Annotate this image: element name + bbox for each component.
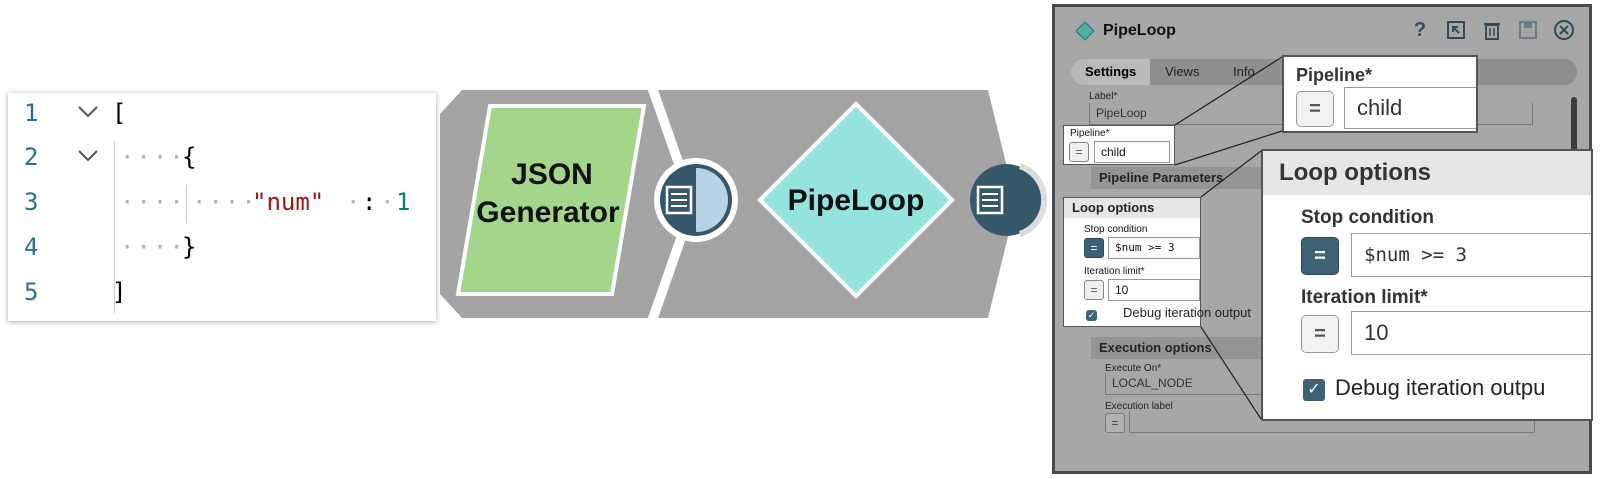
json-key: "num" xyxy=(252,188,325,216)
dialog-toolbar: ? xyxy=(1409,19,1575,41)
expression-toggle[interactable]: = xyxy=(1296,91,1334,127)
pipeline-field-label: Pipeline* xyxy=(1070,128,1110,139)
whitespace-dots: · xyxy=(346,188,363,216)
code-line: 5 ] xyxy=(8,272,436,314)
loop-options-header: Loop options xyxy=(1263,151,1591,195)
json-code-panel: 1 [ 2 ···· { 3 ···· ···· "num" · : · 1 4… xyxy=(8,93,436,321)
whitespace-dots: ···· xyxy=(120,188,186,216)
expression-toggle[interactable]: = xyxy=(1105,413,1125,433)
iteration-limit-field[interactable]: 10 xyxy=(1108,279,1200,301)
dialog-title: PipeLoop xyxy=(1075,21,1176,41)
code-line: 3 ···· ···· "num" · : · 1 xyxy=(8,182,436,224)
stop-condition-label: Stop condition xyxy=(1084,224,1148,235)
output-port[interactable] xyxy=(654,158,738,242)
iteration-limit-label: Iteration limit* xyxy=(1084,266,1145,277)
indent-guide xyxy=(186,185,187,223)
stop-condition-label: Stop condition xyxy=(1301,207,1434,228)
iteration-limit-field[interactable]: 10 xyxy=(1351,311,1591,355)
debug-iteration-label: Debug iteration outpu xyxy=(1335,375,1546,400)
node-label: Generator xyxy=(476,196,620,229)
expression-toggle[interactable]: = xyxy=(1301,315,1339,353)
diamond-icon xyxy=(1075,21,1095,41)
whitespace-dots: · xyxy=(380,188,397,216)
code-line: 1 [ xyxy=(8,93,436,135)
scrollbar[interactable] xyxy=(1571,97,1577,157)
line-number: 2 xyxy=(24,143,39,171)
pipeline-field[interactable]: child xyxy=(1094,141,1170,163)
code-token: ] xyxy=(112,278,127,306)
tab-info[interactable]: Info xyxy=(1233,64,1255,79)
loop-options-header: Loop options xyxy=(1064,198,1200,218)
code-token: } xyxy=(182,233,197,261)
debug-iteration-label: Debug iteration output xyxy=(1123,305,1251,320)
save-icon[interactable] xyxy=(1517,19,1539,41)
code-line: 2 ···· { xyxy=(8,137,436,179)
document-icon xyxy=(976,185,1004,215)
pipeline-field-highlight: Pipeline* = child xyxy=(1063,125,1175,165)
expression-toggle[interactable]: = xyxy=(1069,142,1089,162)
code-token: [ xyxy=(112,99,127,127)
pipeline-zoom-callout: Pipeline* = child xyxy=(1282,55,1478,133)
dialog-title-text: PipeLoop xyxy=(1103,22,1176,39)
execution-label-field[interactable] xyxy=(1129,411,1535,433)
trash-icon[interactable] xyxy=(1481,19,1503,41)
whitespace-dots: ···· xyxy=(120,233,186,261)
node-label: JSON xyxy=(511,158,593,191)
pipeline-field-label: Pipeline* xyxy=(1296,65,1373,85)
json-value: 1 xyxy=(396,188,411,216)
loop-options-zoom-callout: Loop options Stop condition = $num >= 3 … xyxy=(1261,149,1593,421)
pipeloop-settings-dialog: PipeLoop ? Settings Views Info Label* Pi… xyxy=(1052,4,1593,474)
chevron-down-icon[interactable] xyxy=(73,141,103,171)
document-icon xyxy=(665,185,693,215)
stop-condition-field[interactable]: $num >= 3 xyxy=(1108,237,1200,259)
line-number: 5 xyxy=(24,278,39,306)
expression-toggle[interactable]: = xyxy=(1301,237,1339,275)
code-token: { xyxy=(182,143,197,171)
whitespace-dots: ···· xyxy=(192,188,258,216)
label-field-label: Label* xyxy=(1089,91,1118,102)
export-icon[interactable] xyxy=(1445,19,1467,41)
iteration-limit-label: Iteration limit* xyxy=(1301,287,1428,308)
help-icon[interactable]: ? xyxy=(1413,19,1427,41)
expression-toggle[interactable]: = xyxy=(1084,238,1104,258)
chevron-down-icon[interactable] xyxy=(73,97,103,127)
line-number: 3 xyxy=(24,188,39,216)
code-line: 4 ···· } xyxy=(8,227,436,269)
expression-toggle[interactable]: = xyxy=(1084,280,1104,300)
indent-guide xyxy=(114,141,115,313)
execution-label-label: Execution label xyxy=(1105,401,1173,412)
line-number: 4 xyxy=(24,233,39,261)
debug-checkbox[interactable]: ✓ xyxy=(1303,379,1325,401)
line-number: 1 xyxy=(24,99,39,127)
close-icon[interactable] xyxy=(1553,19,1575,41)
pipeline-canvas: JSON Generator PipeLoop xyxy=(440,90,1048,318)
debug-checkbox[interactable]: ✓ xyxy=(1086,310,1097,321)
node-label: PipeLoop xyxy=(788,184,925,217)
stop-condition-field[interactable]: $num >= 3 xyxy=(1351,233,1591,277)
tab-views[interactable]: Views xyxy=(1165,64,1200,79)
tab-settings[interactable]: Settings xyxy=(1071,59,1151,85)
json-colon: : xyxy=(362,188,377,216)
loop-options-highlight: Loop options Stop condition = $num >= 3 … xyxy=(1063,197,1201,327)
execute-on-label: Execute On* xyxy=(1105,363,1162,374)
pipeline-field[interactable]: child xyxy=(1344,87,1476,129)
pipeloop-snap[interactable]: PipeLoop xyxy=(757,101,955,299)
whitespace-dots: ···· xyxy=(120,143,186,171)
output-port[interactable] xyxy=(970,163,1048,237)
json-generator-snap[interactable]: JSON Generator xyxy=(455,104,647,296)
